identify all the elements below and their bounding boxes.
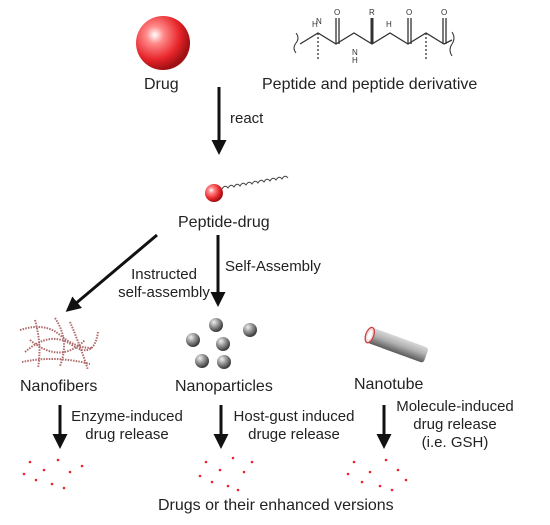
nanofibers-tangle	[19, 317, 99, 371]
nanoparticles-cluster	[186, 318, 257, 369]
struct-n1: N	[316, 17, 322, 26]
nanofibers-label: Nanofibers	[20, 378, 98, 395]
struct-h2: H	[352, 56, 358, 65]
result-label: Drugs or their enhanced versions	[158, 497, 394, 514]
peptide-label: Peptide and peptide derivative	[262, 76, 478, 93]
struct-o3: O	[441, 8, 447, 17]
nanotube-label: Nanotube	[354, 376, 424, 393]
struct-h1: H	[312, 20, 318, 29]
struct-n2: N	[352, 48, 358, 57]
peptide-drug-sphere	[205, 184, 223, 202]
host-guest-release-label: Host-gust induced druge release	[233, 408, 355, 443]
released-drugs-center	[198, 456, 254, 492]
molecule-release-label: Molecule-induced drug release (i.e. GSH)	[396, 398, 514, 451]
struct-o2: O	[406, 8, 412, 17]
nanotube-shape	[364, 326, 429, 363]
struct-o1: O	[334, 8, 340, 17]
struct-h3: H	[386, 20, 392, 29]
react-label: react	[230, 110, 264, 127]
instructed-assembly-arrow	[65, 233, 158, 312]
struct-r: R	[369, 8, 375, 17]
peptide-structure	[293, 18, 455, 60]
instructed-assembly-label: Instructed self-assembly	[118, 266, 210, 301]
released-drugs-right	[346, 458, 408, 492]
drug-sphere	[136, 16, 190, 70]
enzyme-release-label: Enzyme-induced drug release	[71, 408, 183, 443]
drug-label: Drug	[144, 76, 179, 93]
nanoparticles-label: Nanoparticles	[175, 378, 273, 395]
peptide-drug-label: Peptide-drug	[178, 214, 270, 231]
peptide-chain	[221, 175, 289, 190]
self-assembly-label: Self-Assembly	[225, 258, 321, 275]
released-drugs-left	[22, 458, 84, 490]
